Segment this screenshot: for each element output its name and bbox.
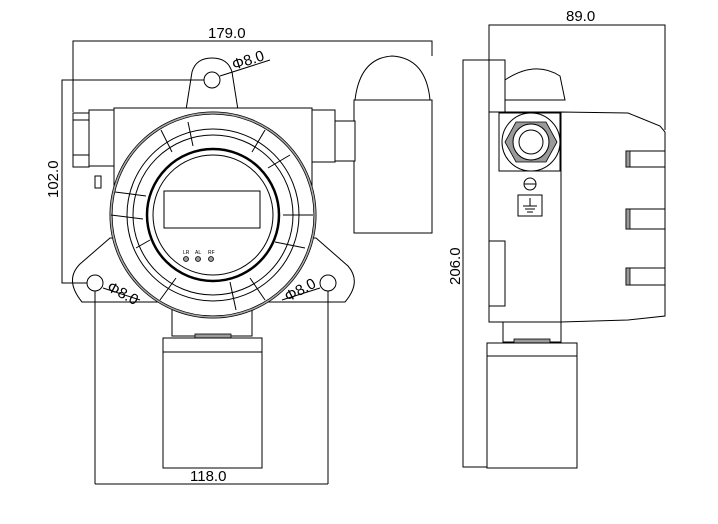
cover-fins (625, 150, 666, 286)
back-plate (488, 59, 506, 113)
side-sensor-dome (504, 68, 566, 101)
right-sensor (334, 55, 433, 234)
side-dimension-lines (462, 24, 666, 468)
led-label: RF (208, 250, 215, 256)
lcd-screen (163, 190, 261, 229)
status-leds: LR AL RF (183, 250, 215, 262)
led-indicator (208, 256, 214, 262)
front-dimension-lines (61, 40, 433, 485)
mount-hole-top (203, 71, 221, 89)
dimension-depth: 89.0 (566, 8, 595, 25)
dimension-width: 179.0 (208, 25, 246, 42)
side-view: 89.0 206.0 (447, 8, 666, 469)
led-indicator (195, 256, 201, 262)
led-indicator (183, 256, 189, 262)
led-label: LR (183, 250, 190, 256)
bottom-sensor (162, 337, 263, 469)
dimension-hole-top: Φ8.0 (230, 47, 266, 73)
dimension-total-height: 206.0 (447, 247, 464, 285)
front-view: LR AL RF 179.0 Φ8.0 102.0 Φ8.0 Φ8.0 118.… (45, 25, 433, 485)
side-bottom-sensor (486, 342, 578, 469)
dimension-hole-spacing: 118.0 (190, 468, 226, 485)
ground-screw (94, 175, 102, 189)
cable-gland-nut (72, 112, 90, 168)
dimension-height: 102.0 (45, 160, 62, 198)
led-label: AL (195, 250, 201, 256)
mount-hole-left (86, 274, 104, 292)
mount-hole-right (319, 274, 337, 292)
cable-gland (88, 109, 116, 167)
